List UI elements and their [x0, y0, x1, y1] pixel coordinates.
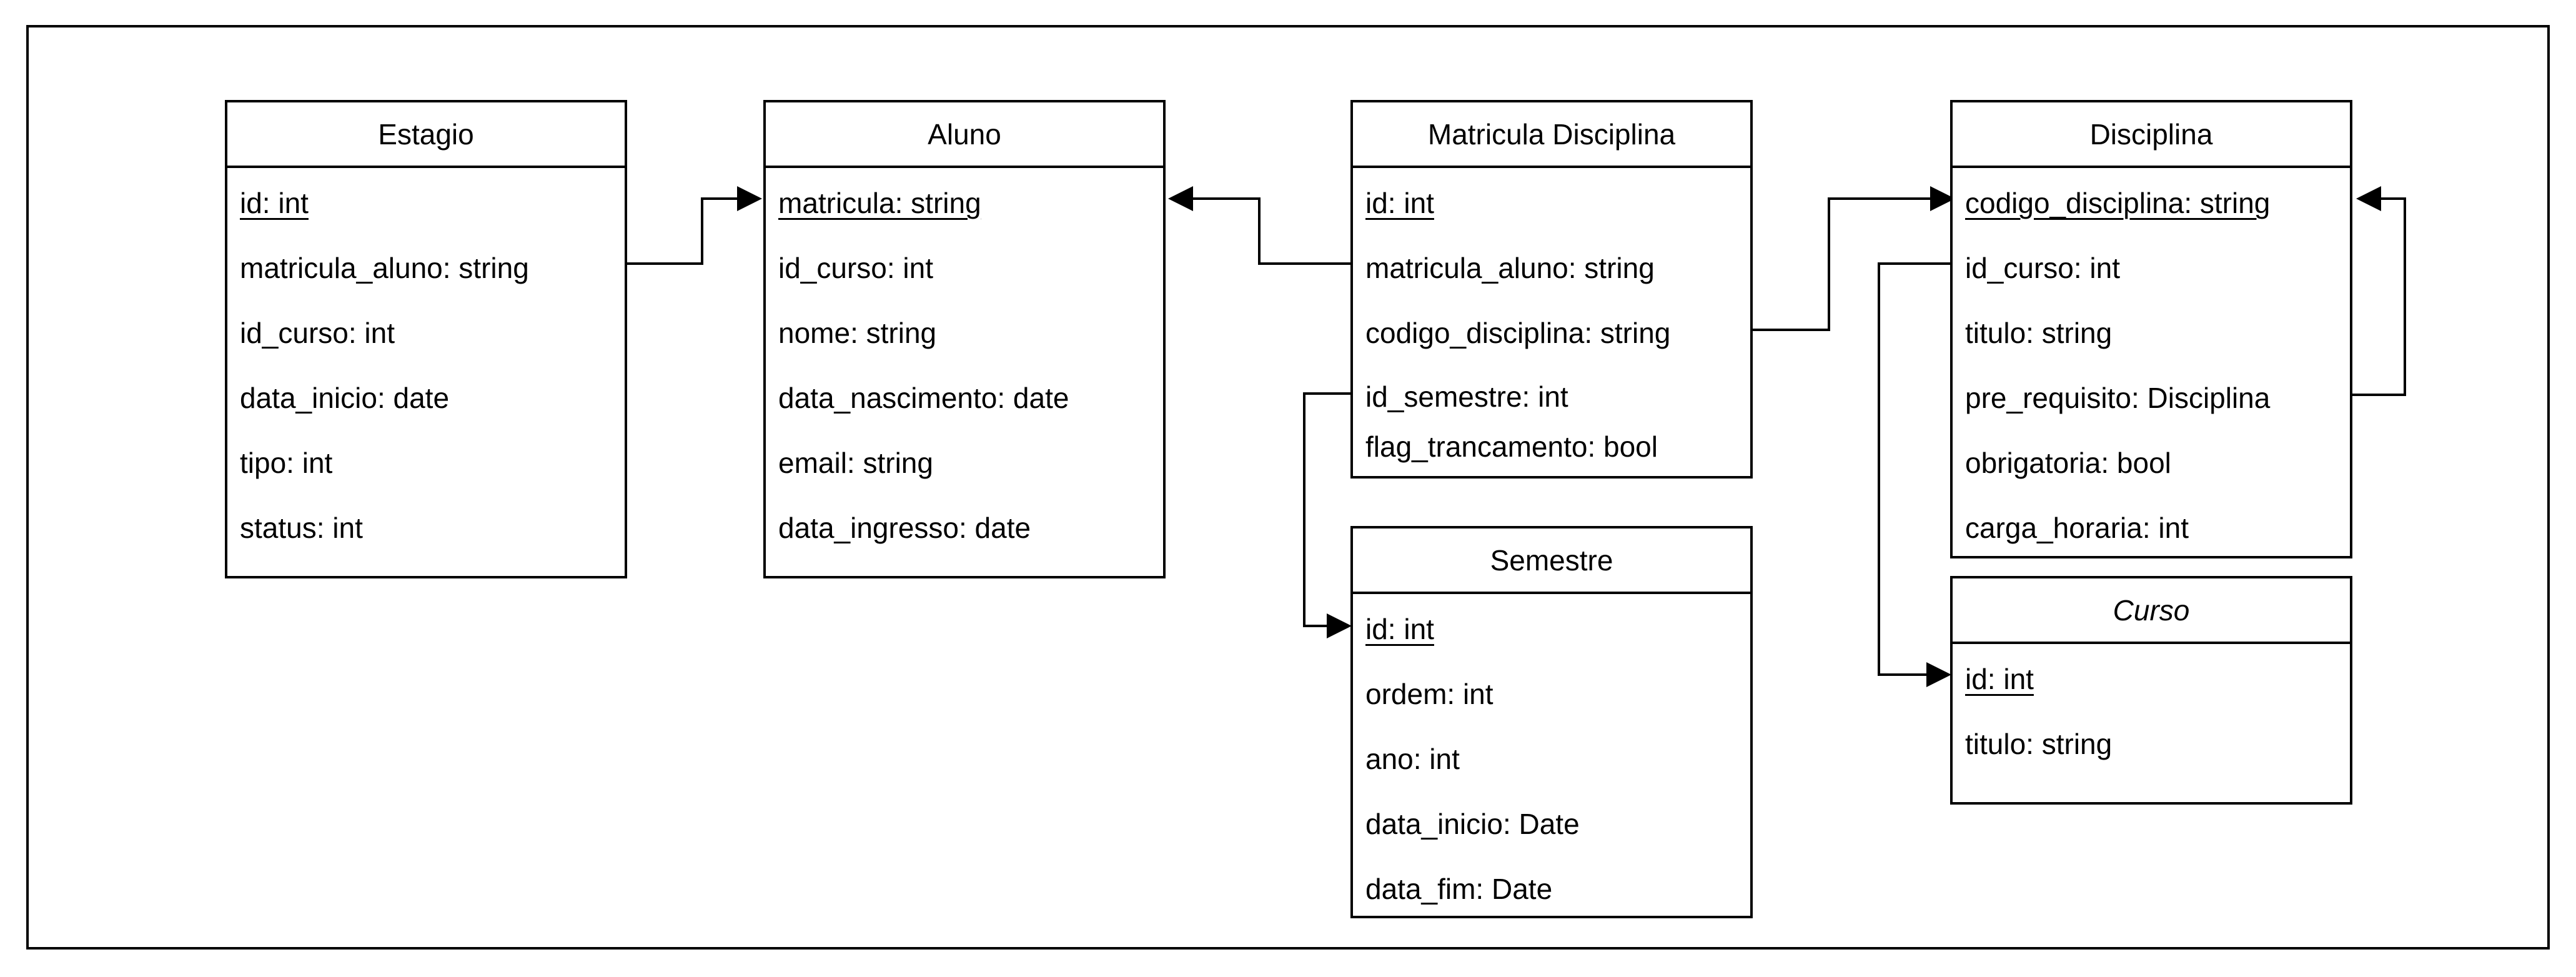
attribute: matricula_aluno: string	[240, 252, 529, 284]
attribute: data_inicio: date	[240, 382, 450, 414]
attribute: id_curso: int	[1965, 252, 2121, 284]
attribute: titulo: string	[1965, 317, 2113, 349]
edge-disciplina-curso	[1878, 262, 1953, 687]
entity-title: Estagio	[227, 102, 625, 168]
attribute: titulo: string	[1965, 728, 2113, 760]
edge-estagio-aluno	[627, 186, 762, 265]
attribute: carga_horaria: int	[1965, 512, 2189, 544]
attribute: data_inicio: Date	[1365, 808, 1580, 840]
attribute-primary-key: codigo_disciplina: string	[1965, 187, 2271, 219]
attribute: flag_trancamento: bool	[1365, 430, 1658, 463]
entity-semestre[interactable]: Semestre id: int ordem: int ano: int dat…	[1350, 526, 1753, 918]
edge-matricula-disciplina	[1751, 186, 1955, 331]
attribute: data_nascimento: date	[778, 382, 1069, 414]
attribute: pre_requisito: Disciplina	[1965, 382, 2271, 414]
attribute-primary-key: id: int	[1965, 663, 2034, 695]
edge-disciplina-self	[2352, 186, 2406, 396]
attribute: status: int	[240, 512, 363, 544]
attribute-primary-key: id: int	[240, 187, 309, 219]
entity-disciplina[interactable]: Disciplina codigo_disciplina: string id_…	[1950, 100, 2352, 558]
attribute: data_ingresso: date	[778, 512, 1031, 544]
entity-title: Curso	[1953, 578, 2350, 644]
attribute: tipo: int	[240, 447, 333, 479]
entity-title: Aluno	[766, 102, 1163, 168]
attribute: id_semestre: int	[1365, 380, 1568, 413]
entity-title: Matricula Disciplina	[1353, 102, 1750, 168]
attribute-primary-key: id: int	[1365, 613, 1434, 645]
attribute: id_curso: int	[778, 252, 934, 284]
attribute: id_curso: int	[240, 317, 395, 349]
attribute: obrigatoria: bool	[1965, 447, 2171, 479]
attribute: nome: string	[778, 317, 937, 349]
entity-estagio[interactable]: Estagio id: int matricula_aluno: string …	[225, 100, 627, 578]
attribute: ordem: int	[1365, 678, 1494, 710]
attribute: matricula_aluno: string	[1365, 252, 1655, 284]
entity-title: Semestre	[1353, 528, 1750, 594]
attribute-primary-key: matricula: string	[778, 187, 981, 219]
attribute: codigo_disciplina: string	[1365, 317, 1671, 349]
diagram-frame	[26, 25, 2550, 950]
entity-aluno[interactable]: Aluno matricula: string id_curso: int no…	[763, 100, 1166, 578]
attribute: email: string	[778, 447, 933, 479]
edge-matricula-aluno	[1168, 186, 1352, 265]
edge-matricula-semestre	[1303, 392, 1352, 638]
attribute: ano: int	[1365, 743, 1460, 775]
attribute: data_fim: Date	[1365, 873, 1553, 905]
entity-matricula-disciplina[interactable]: Matricula Disciplina id: int matricula_a…	[1350, 100, 1753, 479]
entity-curso[interactable]: Curso id: int titulo: string	[1950, 576, 2352, 805]
attribute-primary-key: id: int	[1365, 187, 1434, 219]
entity-title: Disciplina	[1953, 102, 2350, 168]
